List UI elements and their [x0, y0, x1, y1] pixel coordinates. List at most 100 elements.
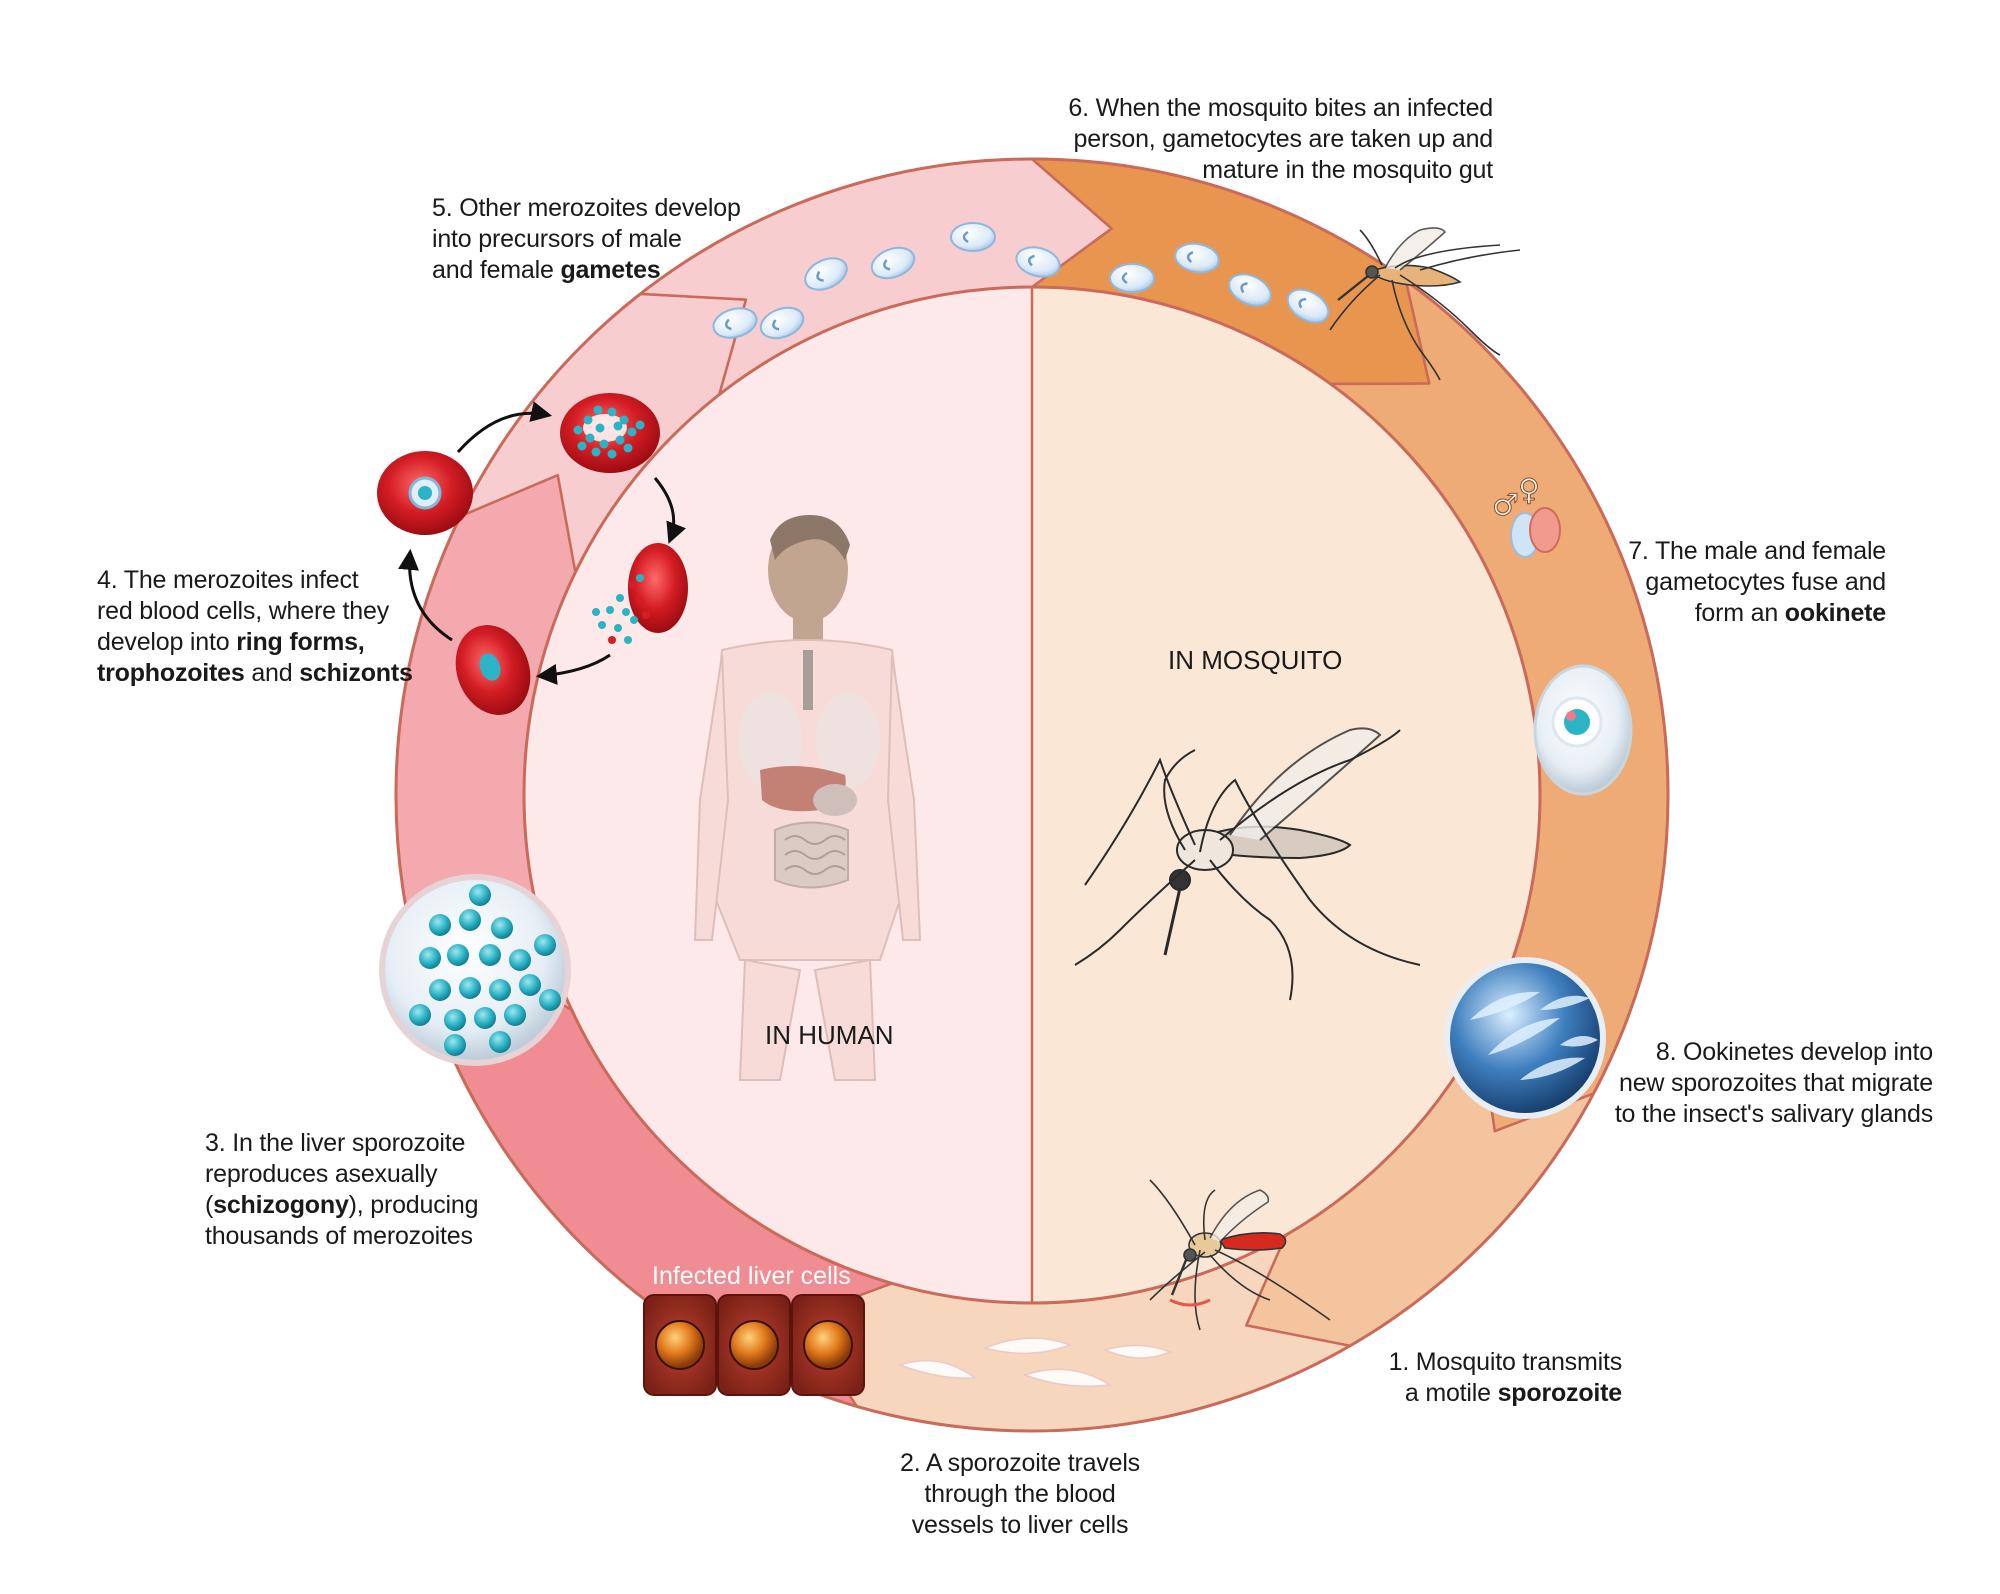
merozoite-dot: [583, 415, 593, 425]
label-text: form an: [1694, 599, 1785, 627]
rbc-bursting: [592, 543, 688, 644]
schizogony-magnified-view: [379, 874, 571, 1066]
label-text: red blood cells, where they: [97, 597, 389, 625]
label-text: 4. The merozoites infect: [97, 566, 359, 594]
merozoite-blob: [519, 974, 541, 996]
merozoite-blob: [474, 1007, 496, 1029]
merozoite-dot: [607, 449, 617, 459]
rbc-cycle: [377, 393, 688, 715]
step-4-label: 4. The merozoites infect red blood cells,…: [97, 565, 413, 689]
label-text: (: [205, 1191, 214, 1219]
gametocyte: [759, 306, 805, 340]
merozoite-dot: [595, 423, 605, 433]
label-line: through the blood: [880, 1479, 1160, 1510]
liver-cell-nucleus: [655, 1320, 705, 1370]
merozoite-blob: [447, 944, 469, 966]
gametocyte: [1015, 246, 1061, 278]
gametes: ♂ ♀: [1492, 473, 1561, 558]
label-line: trophozoites and schizonts: [97, 658, 413, 689]
label-text: new sporozoites that migrate: [1618, 1069, 1933, 1097]
label-line: develop into ring forms,: [97, 627, 413, 658]
merozoite-dot: [591, 447, 601, 457]
gametocyte-body: [1228, 273, 1272, 307]
merozoite-blob: [489, 979, 511, 1001]
released-merozoite: [592, 608, 600, 616]
label-text: gametocytes fuse and: [1645, 568, 1886, 596]
merozoite-dot: [623, 443, 633, 453]
released-merozoite: [606, 606, 614, 614]
gametocyte-body: [804, 257, 848, 291]
label-line: vessels to liver cells: [880, 1510, 1160, 1541]
gametocyte-cells: [712, 222, 1330, 340]
gametocyte-nucleus: [724, 318, 732, 331]
label-text: person, gametocytes are taken up and: [1073, 125, 1494, 153]
liver-cell-nucleus: [803, 1320, 853, 1370]
merozoite-dot: [619, 415, 629, 425]
label-text: 1. Mosquito transmits: [1388, 1348, 1623, 1376]
label-text: mature in the mosquito gut: [1202, 156, 1493, 184]
label-bold-term: gametes: [560, 256, 661, 284]
label-text: a motile: [1404, 1379, 1498, 1407]
merozoite-dot: [585, 433, 595, 443]
label-bold-term: trophozoites: [97, 659, 245, 687]
merozoite-blob: [469, 884, 491, 906]
released-merozoite: [636, 596, 644, 604]
gametocyte: [804, 257, 848, 291]
label-line: person, gametocytes are taken up and: [1068, 124, 1494, 155]
label-text: 6. When the mosquito bites an infected: [1068, 94, 1493, 122]
mosquito-bottom-feeding: [1149, 1179, 1331, 1331]
label-line: into precursors of male: [432, 224, 741, 255]
merozoite-cluster: [409, 884, 561, 1056]
label-text: thousands of merozoites: [205, 1222, 473, 1250]
merozoite-dot: [577, 441, 587, 451]
gametocyte-nucleus: [883, 259, 891, 271]
step-7-label: 7. The male and female gametocytes fuse a…: [1628, 536, 1886, 629]
label-line: (schizogony), producing: [205, 1190, 478, 1221]
rbc-schizont: [560, 393, 660, 473]
human-body-figure: [693, 515, 922, 1081]
label-line: 5. Other merozoites develop: [432, 193, 741, 224]
merozoite-dot: [573, 425, 583, 435]
arrow-trophozoite-to-ring: [398, 548, 453, 642]
gametocyte: [870, 246, 916, 280]
released-merozoite: [598, 621, 606, 629]
liver-cell: [643, 1294, 717, 1396]
label-bold-term: sporozoite: [1497, 1379, 1623, 1407]
gametocyte-nucleus: [1027, 254, 1035, 267]
gametocyte-nucleus: [816, 270, 824, 282]
merozoite-blob: [419, 947, 441, 969]
label-text: 7. The male and female: [1628, 537, 1886, 565]
label-bold-term: schizonts: [299, 659, 413, 687]
label-line: and female gametes: [432, 255, 741, 286]
mosquito-top-right: [1329, 227, 1521, 381]
released-merozoites: [592, 574, 650, 644]
label-line: 6. When the mosquito bites an infected: [1068, 93, 1493, 124]
label-line: red blood cells, where they: [97, 596, 413, 627]
label-text: into precursors of male: [432, 225, 682, 253]
step-8-label: 8. Ookinetes develop into new sporozoites…: [1615, 1037, 1933, 1130]
label-text: and female: [432, 256, 561, 284]
label-bold-term: ookinete: [1784, 599, 1886, 627]
arrow-ring-to-schizont: [456, 401, 553, 453]
schizont-merozoites: [573, 405, 645, 459]
liver-cell: [717, 1294, 791, 1396]
rbc-ring-form: [377, 451, 473, 535]
arrow-schizont-to-burst: [653, 477, 686, 544]
label-text: and: [244, 659, 300, 687]
label-bold-term: schizogony: [213, 1191, 349, 1219]
label-text: 8. Ookinetes develop into: [1655, 1038, 1933, 1066]
sporozoites: [897, 1337, 1172, 1387]
gametocyte-nucleus: [1186, 251, 1194, 263]
female-symbol: ♀: [1518, 473, 1540, 508]
merozoite-dot: [599, 439, 609, 449]
merozoite-blob: [459, 909, 481, 931]
gametocyte-nucleus: [1121, 271, 1128, 285]
gametocyte-body: [950, 222, 996, 252]
merozoite-blob: [489, 1031, 511, 1053]
merozoite-blob: [534, 934, 556, 956]
released-merozoite: [624, 636, 632, 644]
mosquito-large: [1074, 727, 1421, 1001]
